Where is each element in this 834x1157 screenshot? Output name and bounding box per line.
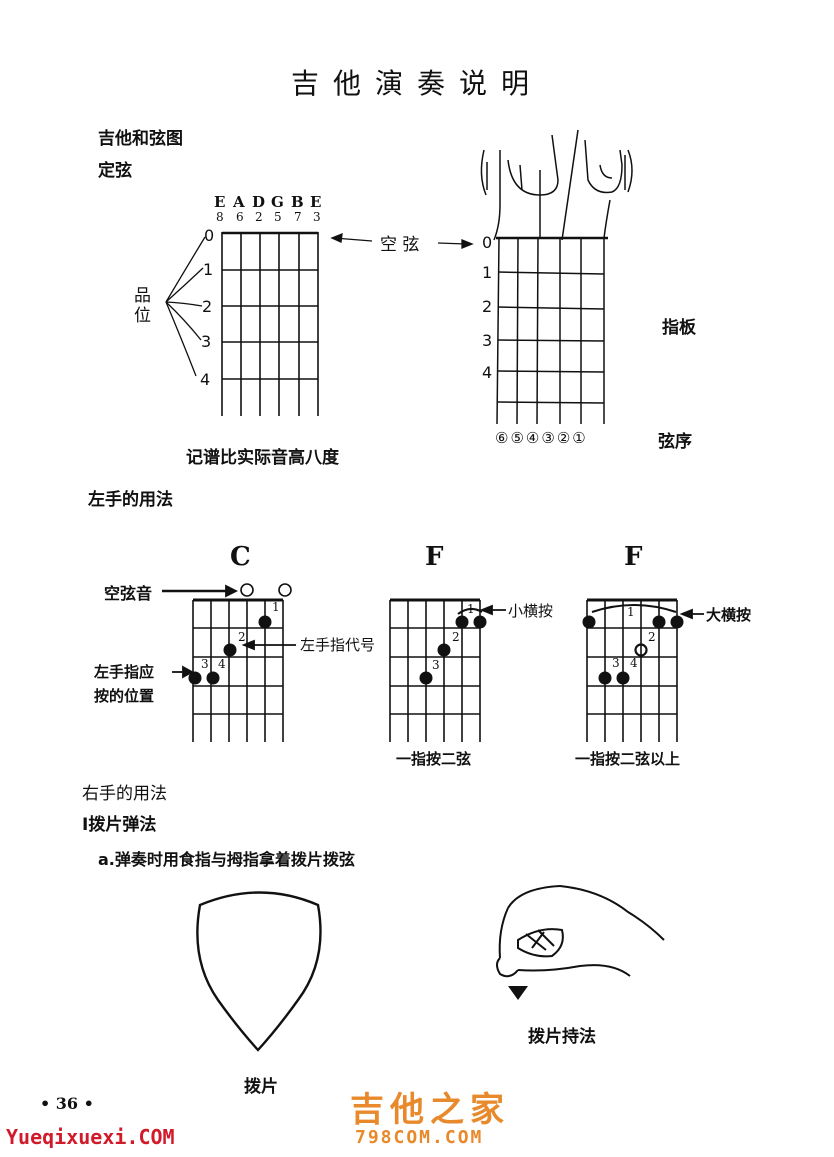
one-finger-two-strings-label: 一指按二弦 xyxy=(396,750,472,768)
tuning-letter: E xyxy=(214,193,226,211)
open-string-note-label: 空弦音 xyxy=(104,584,153,603)
string-order-label: 弦序 xyxy=(658,432,692,452)
tuning-number: 2 xyxy=(255,210,263,224)
section-heading-chord-diagram: 吉他和弦图 xyxy=(98,129,183,149)
chord-diagram-c xyxy=(192,583,292,742)
tuning-letter: D xyxy=(252,193,266,211)
small-barre-label: 小横按 xyxy=(508,602,554,620)
chord-name-f: F xyxy=(425,542,444,572)
guitar-neck-drawing xyxy=(480,129,633,425)
page-number: • 36 • xyxy=(40,1094,94,1113)
finger-code-label: 左手指代号 xyxy=(300,636,376,654)
big-barre-label: 大横按 xyxy=(706,606,752,624)
octave-note: 记谱比实际音高八度 xyxy=(186,448,339,468)
fret-number: 3 xyxy=(201,332,212,351)
neck-fret-number: 4 xyxy=(482,363,493,382)
watermark-cn: 吉他之家 xyxy=(350,1090,510,1130)
section-heading-left-hand: 左手的用法 xyxy=(88,490,173,510)
tuning-number: 6 xyxy=(236,210,244,224)
tuning-letter: A xyxy=(233,193,245,211)
finger-number: 2 xyxy=(238,630,246,644)
finger-number: 3 xyxy=(612,656,620,670)
press-position-label: 左手指应 按的位置 xyxy=(94,663,155,705)
chord-annotation-arrows xyxy=(162,584,704,679)
chord-c-dots xyxy=(188,615,272,685)
chord-f-small-dots xyxy=(419,615,487,685)
one-finger-more-strings-label: 一指按二弦以上 xyxy=(575,750,681,768)
finger-number: 2 xyxy=(452,630,460,644)
finger-number: 4 xyxy=(218,657,226,671)
neck-fret-number: 1 xyxy=(482,263,493,282)
tuning-letter: B xyxy=(291,193,304,211)
tuning-letter: G xyxy=(271,193,284,211)
hand-holding-pick-drawing xyxy=(496,885,665,978)
open-string-label: 空 弦 xyxy=(380,235,420,255)
tuning-number: 3 xyxy=(313,210,321,224)
tuning-number: 8 xyxy=(216,210,224,224)
string-number: ③ xyxy=(541,429,557,447)
pick-hold-caption: 拨片持法 xyxy=(528,1027,596,1047)
finger-number: 1 xyxy=(467,602,475,616)
tuning-number: 5 xyxy=(274,210,282,224)
neck-fret-number: 0 xyxy=(482,233,493,252)
finger-number: 4 xyxy=(630,656,638,670)
open-string-arrows xyxy=(330,232,474,249)
finger-number: 1 xyxy=(627,605,635,619)
finger-number: 3 xyxy=(201,657,209,671)
chord-name-c: C xyxy=(230,542,251,572)
finger-number: 1 xyxy=(272,600,280,614)
fret-number: 0 xyxy=(204,226,215,245)
chord-diagram-f-small xyxy=(389,598,483,742)
watermark-site: 798COM.COM xyxy=(355,1127,484,1148)
finger-number: 2 xyxy=(648,630,656,644)
neck-fret-number: 2 xyxy=(482,297,493,316)
chord-diagram-f-big xyxy=(586,598,678,742)
string-number: ② xyxy=(556,429,573,447)
chord-name-f-barre: F xyxy=(624,542,643,572)
string-number: ⑥ xyxy=(495,429,511,447)
pick-technique-heading: Ⅰ拨片弹法 xyxy=(82,815,157,835)
finger-number: 3 xyxy=(432,658,440,672)
fret-number: 2 xyxy=(202,297,213,316)
page-title: 吉他演奏说明 xyxy=(290,67,543,100)
neck-fret-number: 3 xyxy=(482,331,493,350)
tuning-number: 7 xyxy=(294,210,302,224)
section-heading-right-hand: 右手的用法 xyxy=(82,784,167,804)
fret-number: 1 xyxy=(203,260,214,279)
pick-caption: 拨片 xyxy=(244,1077,278,1097)
pinwei-fan-lines xyxy=(165,236,206,377)
string-number: ⑤ xyxy=(510,429,526,447)
tuning-letter: E xyxy=(310,193,322,211)
fingerboard-label: 指板 xyxy=(662,318,696,338)
watermark-yueqixuexi: Yueqixuexi.COM xyxy=(6,1125,175,1149)
chord-f-big-dots xyxy=(582,615,684,685)
string-number: ① xyxy=(572,429,588,447)
pinwei-label: 品位 xyxy=(134,286,151,326)
string-number: ④ xyxy=(525,429,542,447)
section-subheading-tuning: 定弦 xyxy=(98,161,132,181)
pick-tip-drawing xyxy=(508,986,528,1000)
guitar-pick-drawing xyxy=(196,891,322,1052)
fretboard-grid xyxy=(221,231,319,416)
string-order-numbers: ⑥⑤④③②① xyxy=(495,429,588,447)
pick-instruction-a: a.弹奏时用食指与拇指拿着拨片拨弦 xyxy=(98,850,355,869)
fret-number: 4 xyxy=(200,370,211,389)
